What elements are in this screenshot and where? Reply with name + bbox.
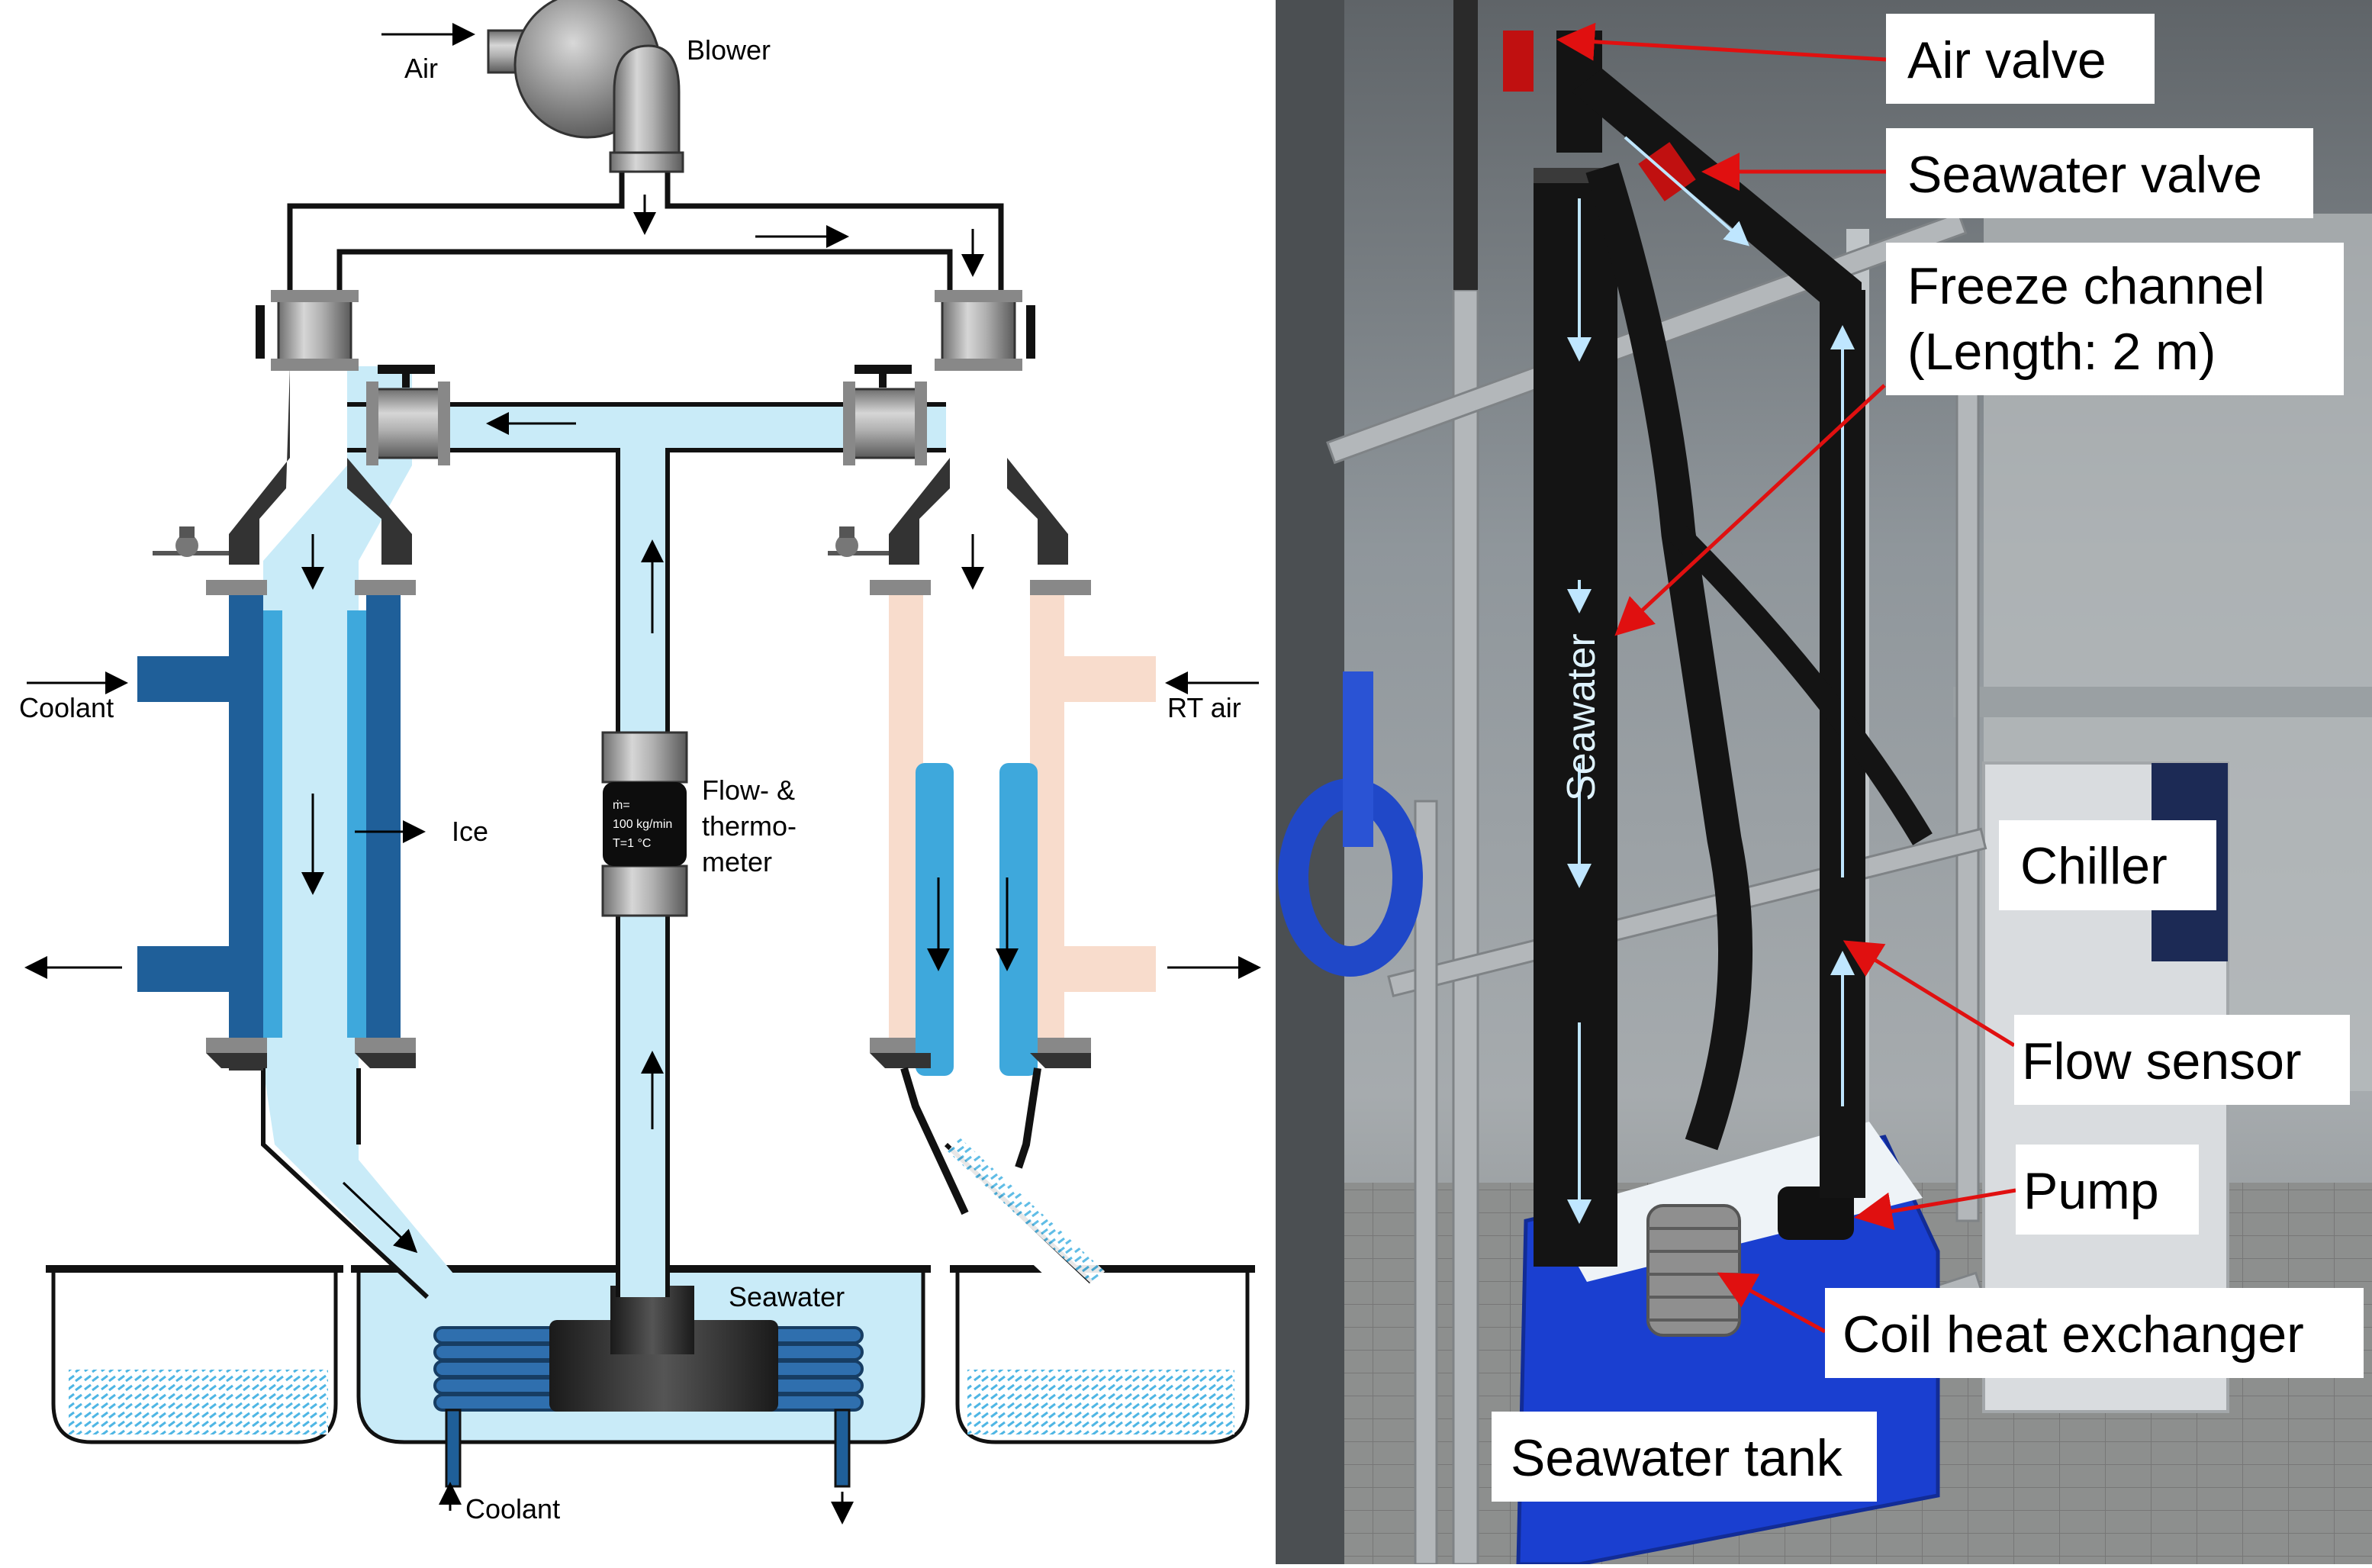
callout-flow-sensor: Flow sensor xyxy=(2014,1015,2350,1105)
ice-label: Ice xyxy=(452,816,488,847)
pump-label: Pump xyxy=(2023,1162,2159,1220)
right-air-valve xyxy=(935,290,1035,371)
freeze-length-label: (Length: 2 m) xyxy=(1907,323,2216,381)
callout-seawater-tank: Seawater tank xyxy=(1492,1412,1877,1502)
schematic-panel: ṁ= 100 kg/min T=1 °C xyxy=(19,0,1261,1525)
flow-meter-label-3: meter xyxy=(702,846,772,877)
right-freeze-column xyxy=(828,366,1156,1297)
callout-chiller: Chiller xyxy=(1999,820,2216,910)
right-ice-tank xyxy=(950,1265,1255,1444)
photo-panel: Seawater Air valve Seawater valve Freeze… xyxy=(1276,0,2372,1566)
callout-air-valve: Air valve xyxy=(1886,14,2155,104)
flow-thermometer: ṁ= 100 kg/min T=1 °C xyxy=(601,731,688,917)
callout-coil-heat-exchanger: Coil heat exchanger xyxy=(1825,1288,2364,1378)
seawater-tank-label: Seawater tank xyxy=(1511,1429,1843,1487)
callout-seawater-valve: Seawater valve xyxy=(1886,128,2313,218)
right-seawater-valve xyxy=(843,365,927,465)
meter-display-line3: T=1 °C xyxy=(613,837,651,850)
rt-air-label: RT air xyxy=(1167,692,1241,723)
pipe-seawater-text: Seawater xyxy=(1559,633,1604,801)
blower xyxy=(487,0,684,173)
flow-meter-label-1: Flow- & xyxy=(702,774,795,806)
coolant-left-label: Coolant xyxy=(19,692,114,723)
flow-meter-label-2: thermo- xyxy=(702,810,797,842)
left-freeze-column xyxy=(137,366,473,1299)
callout-pump: Pump xyxy=(2016,1145,2199,1235)
air-valve-label: Air valve xyxy=(1907,31,2106,89)
chiller-label: Chiller xyxy=(2020,837,2168,895)
left-ice-tank xyxy=(46,1265,343,1444)
left-air-valve xyxy=(256,290,359,371)
coolant-bottom-label: Coolant xyxy=(465,1493,560,1525)
meter-display-line1: ṁ= xyxy=(613,799,630,812)
seawater-valve-label: Seawater valve xyxy=(1907,146,2262,204)
coil-label: Coil heat exchanger xyxy=(1843,1306,2304,1364)
seawater-label: Seawater xyxy=(729,1281,845,1312)
flow-sensor-label: Flow sensor xyxy=(2022,1032,2302,1090)
left-seawater-valve xyxy=(366,365,450,465)
meter-display-line2: 100 kg/min xyxy=(613,818,672,831)
flow-arrows xyxy=(24,23,1261,1525)
blower-label: Blower xyxy=(687,34,771,66)
callout-freeze-channel: Freeze channel (Length: 2 m) xyxy=(1886,243,2344,395)
freeze-channel-label: Freeze channel xyxy=(1907,257,2265,315)
air-label: Air xyxy=(404,53,438,84)
